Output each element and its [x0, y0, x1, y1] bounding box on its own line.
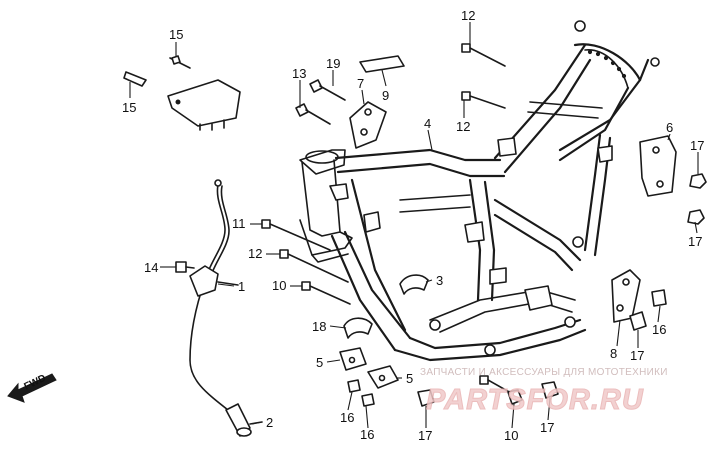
callout-12-left: 12 — [248, 246, 262, 261]
clamp-3 — [399, 274, 429, 295]
frame-body — [299, 20, 660, 362]
wire-harness — [189, 179, 239, 411]
plate-9 — [359, 55, 405, 73]
callouts: 15 15 13 19 9 7 12 12 4 6 17 17 11 12 14… — [122, 8, 704, 443]
collar-nut-right — [629, 289, 667, 331]
callout-19: 19 — [326, 56, 340, 71]
callout-5-lower: 5 — [406, 371, 413, 386]
bottom-hardware — [417, 375, 559, 407]
rubber-boot — [225, 403, 263, 437]
nuts-right — [687, 173, 707, 225]
callout-1: 1 — [238, 279, 245, 294]
callout-16-bottom-a: 16 — [340, 410, 354, 425]
bolt-14 — [175, 261, 195, 273]
callout-4: 4 — [424, 116, 431, 131]
plate-5b — [367, 365, 399, 389]
collars-bottom — [347, 379, 375, 407]
bracket-6 — [639, 135, 677, 197]
bolts-top — [295, 43, 506, 125]
plate-5a — [339, 347, 367, 371]
fwd-arrow: FWD — [7, 373, 57, 403]
callout-2: 2 — [266, 415, 273, 430]
callout-17-right-mid: 17 — [688, 234, 702, 249]
callout-17-bottom-right: 17 — [540, 420, 554, 435]
callout-12-mid: 12 — [456, 119, 470, 134]
callout-18: 18 — [312, 319, 326, 334]
callout-8: 8 — [610, 346, 617, 361]
callout-17-right-top: 17 — [690, 138, 704, 153]
clamp-18 — [343, 317, 373, 339]
rear-loop-holes — [587, 49, 627, 79]
watermark-text: ЗАПЧАСТИ И АКСЕССУАРЫ ДЛЯ МОТОТЕХНИКИ — [420, 367, 668, 378]
callout-5-upper: 5 — [316, 355, 323, 370]
callout-15-top: 15 — [169, 27, 183, 42]
callout-3: 3 — [436, 273, 443, 288]
callout-16-bottom-b: 16 — [360, 427, 374, 442]
watermark-logo: PARTSFOR.RU — [426, 384, 644, 416]
callout-7: 7 — [357, 76, 364, 91]
bracket-8 — [611, 269, 641, 323]
callout-12-top: 12 — [461, 8, 475, 23]
callout-6: 6 — [666, 120, 673, 135]
callout-10-left: 10 — [272, 278, 286, 293]
callout-14: 14 — [144, 260, 158, 275]
bracket-7 — [349, 101, 387, 149]
cover-plate — [123, 55, 241, 131]
callout-11: 11 — [232, 216, 246, 231]
callout-9: 9 — [382, 88, 389, 103]
watermark: ЗАПЧАСТИ И АКСЕССУАРЫ ДЛЯ МОТОТЕХНИКИ PA… — [420, 367, 668, 417]
leader-lines — [129, 22, 699, 429]
long-bolts-left — [261, 219, 351, 305]
callout-13: 13 — [292, 66, 306, 81]
callout-16-right: 16 — [652, 322, 666, 337]
callout-10-bottom: 10 — [504, 428, 518, 443]
callout-17-bottom-left: 17 — [418, 428, 432, 443]
callout-15-left: 15 — [122, 100, 136, 115]
callout-17-right-low: 17 — [630, 348, 644, 363]
